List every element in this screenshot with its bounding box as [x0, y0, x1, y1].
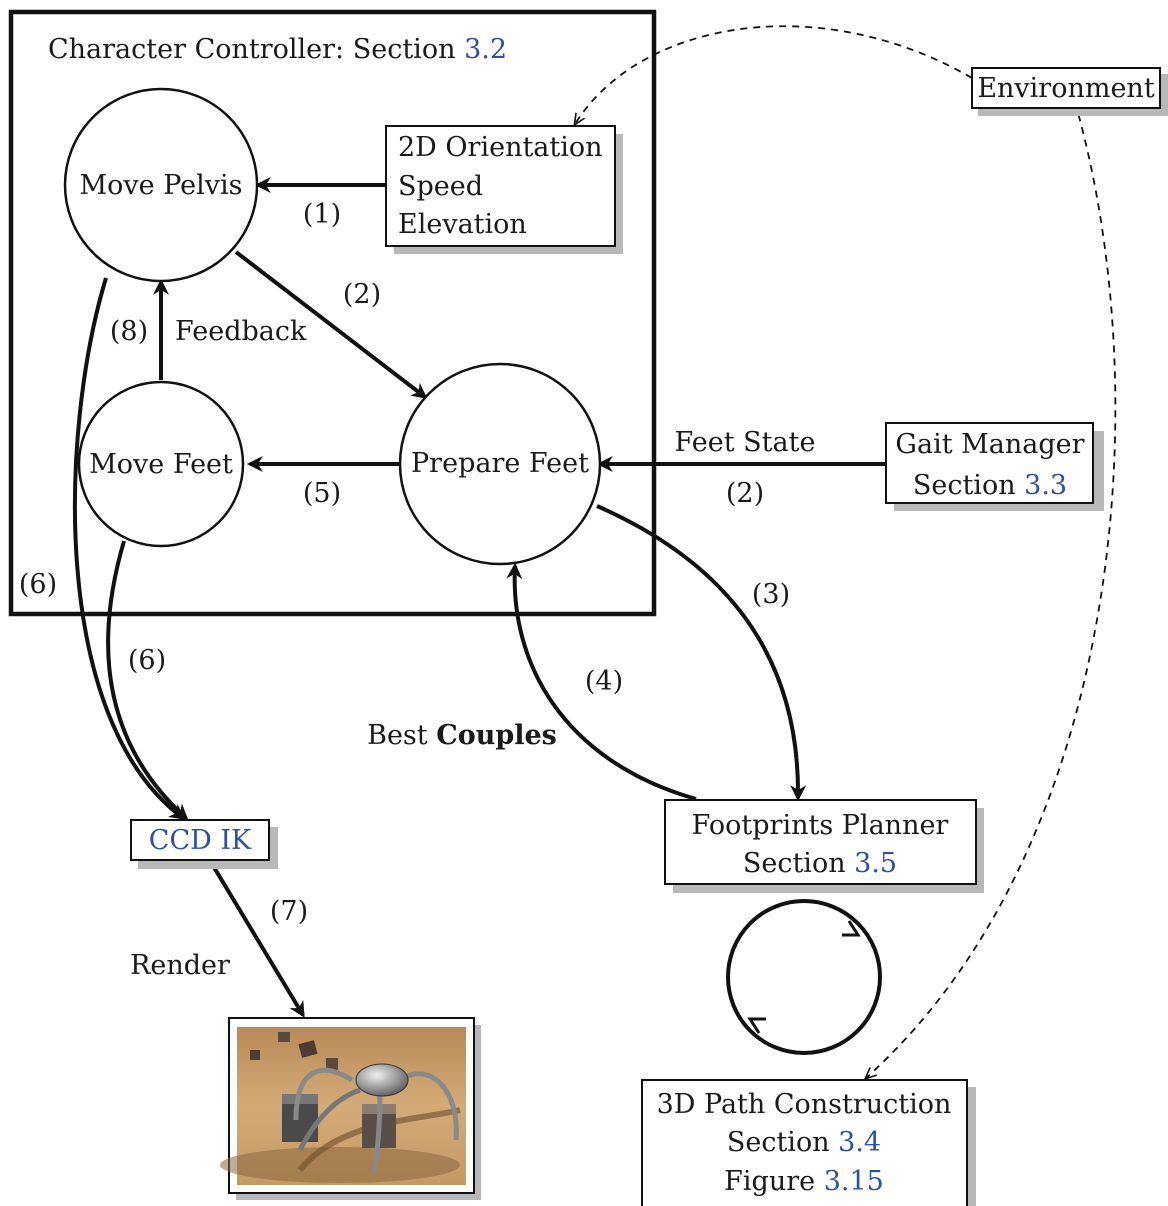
orientation-box: 2D Orientation Speed Elevation	[385, 125, 623, 254]
edge-2	[234, 250, 428, 399]
move-feet-node	[77, 380, 245, 548]
best-couples-label: Best Couples	[367, 720, 557, 751]
gait-manager-box: Gait Manager Section 3.3	[885, 422, 1104, 511]
render-label: Render	[130, 950, 230, 981]
svg-text:Section 3.4: Section 3.4	[727, 1127, 881, 1158]
edge-6-feet-label: (6)	[128, 645, 166, 676]
edge-8-label: (8)	[110, 316, 148, 347]
svg-text:Speed: Speed	[398, 171, 483, 202]
move-pelvis-node	[63, 87, 259, 283]
edge-4-label: (4)	[585, 666, 623, 697]
controller-section-link[interactable]: 3.2	[464, 34, 507, 65]
path-section-link[interactable]: 3.4	[838, 1127, 881, 1158]
edge-3	[596, 504, 807, 802]
prepare-feet-label: Prepare Feet	[411, 448, 589, 479]
edge-6-pelvis-label: (6)	[19, 569, 57, 600]
edge-4	[506, 562, 697, 801]
svg-text:Environment: Environment	[977, 73, 1155, 104]
edge-1-label: (1)	[303, 199, 341, 230]
svg-text:3D Path Construction: 3D Path Construction	[657, 1089, 952, 1120]
character-controller-frame	[8, 9, 657, 617]
svg-text:Footprints Planner: Footprints Planner	[692, 810, 949, 841]
move-pelvis-label: Move Pelvis	[79, 170, 242, 201]
edge-7-label: (7)	[270, 896, 308, 927]
edge-7	[210, 862, 305, 1018]
svg-text:Elevation: Elevation	[398, 209, 527, 240]
edge-3-label: (3)	[752, 579, 790, 610]
environment-box: Environment	[971, 67, 1168, 116]
edge-6-pelvis	[72, 277, 186, 820]
gait-section-link[interactable]: 3.3	[1024, 470, 1067, 501]
planner-loop-cycle	[726, 899, 882, 1055]
footprints-planner-box: Footprints Planner Section 3.5	[664, 799, 984, 893]
svg-text:Section 3.3: Section 3.3	[913, 470, 1067, 501]
ccd-ik-link[interactable]: CCD IK	[149, 825, 252, 856]
ccd-ik-box: CCD IK	[130, 819, 278, 869]
edge-6-feet	[106, 540, 189, 821]
edge-2-label: (2)	[343, 279, 381, 310]
loop-arrow-top	[842, 920, 861, 937]
prepare-feet-node	[398, 362, 602, 566]
loop-arrow-bottom	[747, 1017, 766, 1034]
svg-text:Figure 3.15: Figure 3.15	[724, 1166, 884, 1197]
edge-2-gait-label: (2)	[726, 478, 764, 509]
path-figure-link[interactable]: 3.15	[824, 1166, 884, 1197]
svg-text:Gait Manager: Gait Manager	[895, 429, 1084, 460]
edge-5-label: (5)	[303, 478, 341, 509]
svg-text:Section 3.5: Section 3.5	[743, 848, 897, 879]
edge-env-orientation	[575, 25, 973, 124]
feet-state-label: Feet State	[675, 427, 816, 458]
render-image	[220, 1017, 481, 1200]
feedback-label: Feedback	[175, 316, 307, 347]
svg-text:2D Orientation: 2D Orientation	[398, 132, 603, 163]
move-feet-label: Move Feet	[89, 449, 233, 480]
footprints-section-link[interactable]: 3.5	[854, 848, 897, 879]
controller-title: Character Controller: Section 3.2	[48, 34, 507, 65]
edge-env-path	[866, 101, 1117, 1078]
path-construction-box: 3D Path Construction Section 3.4 Figure …	[641, 1079, 976, 1206]
